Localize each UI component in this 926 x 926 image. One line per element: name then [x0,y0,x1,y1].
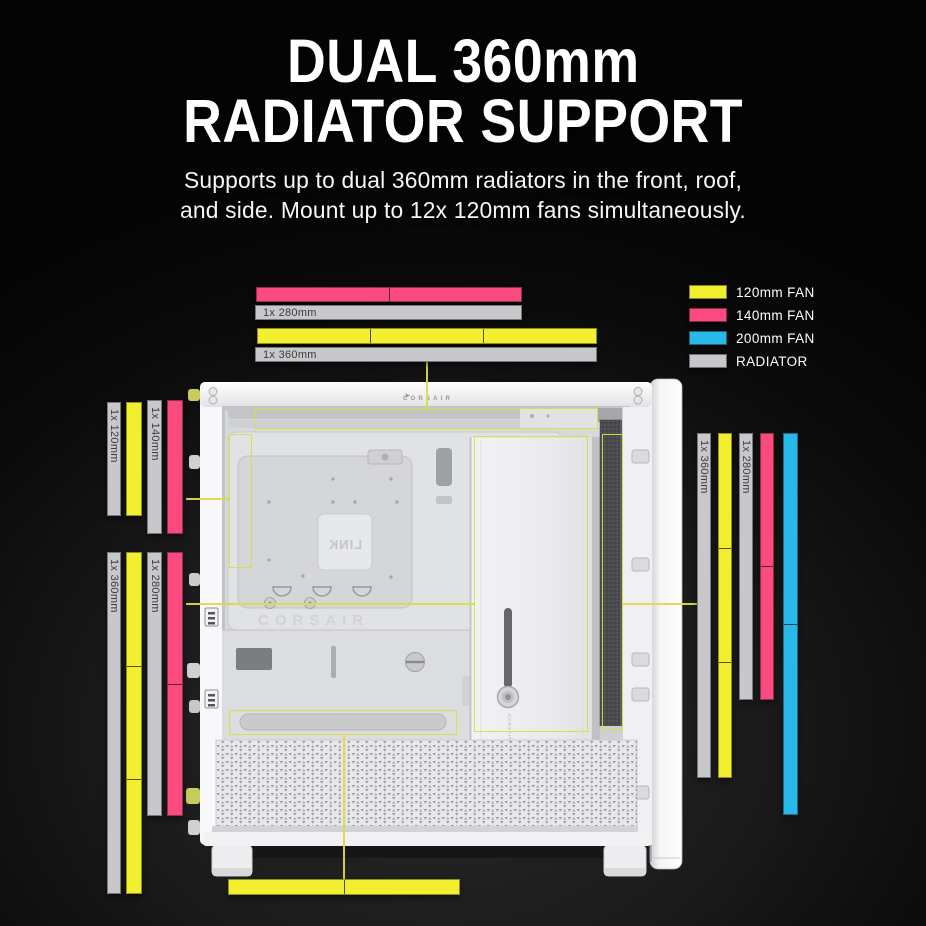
fan-mount-cups [272,586,372,597]
side-mount-panel: CORSAIR [469,436,600,743]
side-360mm-label: 1x 360mm [698,440,710,494]
roof-360mm-radiator-bar: 1x 360mm [255,347,597,362]
front-2x140mm-fan-bar [167,552,183,816]
corsair-sails-icon [405,393,410,398]
legend-label-140mm: 140mm FAN [736,307,815,323]
legend-swatch-radiator [689,354,727,368]
panel-thumbscrew-knob [496,685,520,709]
side-mount-zone [474,436,588,732]
case-feet [211,844,647,877]
legend-label-200mm: 200mm FAN [736,330,815,346]
legend-swatch-120mm [689,285,727,299]
bottom-2x120mm-fan-bar [228,879,460,895]
case-interior: LINK [204,407,652,845]
side-3x120mm-fan-bar [718,433,732,778]
panel-vertical-brand-text: CORSAIR [507,714,512,742]
roof-callout-line [426,361,428,410]
rear-mount-zone [602,434,623,730]
legend-label-radiator: RADIATOR [736,353,808,369]
cpu-backplate: LINK [317,513,373,571]
front-140mm-radiator-bar: 1x 140mm [147,400,162,534]
side-door-panel [649,378,683,870]
roof-radiator-rails [228,408,622,428]
legend-item-140mm-fan: 140mm FAN [689,307,815,323]
cpu-plate-label: LINK [328,537,362,552]
legend-item-120mm-fan: 120mm FAN [689,284,815,300]
front-140mm-fan-bar [167,400,183,534]
front-upper-callout-line [186,498,230,500]
side-280mm-label: 1x 280mm [740,440,752,494]
legend-label-120mm: 120mm FAN [736,284,815,300]
front-upper-mount-zone [229,434,252,568]
front-280mm-radiator-bar: 1x 280mm [147,552,162,816]
front-120mm-fan-bar [126,402,142,516]
front-140mm-label: 1x 140mm [149,407,161,461]
roof-280mm-radiator-bar: 1x 280mm [255,305,522,320]
pc-case-illustration: CORSAIR [186,378,683,877]
tray-watermark-text: CORSAIR [258,612,369,629]
case-top-brand-text: CORSAIR [403,396,453,402]
front-io-nubs [186,389,200,835]
title-line-2: RADIATOR SUPPORT [183,87,743,155]
legend-item-radiator: RADIATOR [689,353,815,369]
legend-swatch-140mm [689,308,727,322]
front-360mm-label: 1x 360mm [108,559,120,613]
front-360mm-radiator-bar: 1x 360mm [107,552,121,894]
legend: 120mm FAN 140mm FAN 200mm FAN RADIATOR [689,285,815,377]
front-3x120mm-fan-bar [126,552,142,894]
bottom-mount-zone [229,710,457,735]
page-title: DUAL 360mm RADIATOR SUPPORT [0,27,926,155]
side-360mm-radiator-bar: 1x 360mm [697,433,711,778]
mid-callout-line-left [186,603,474,605]
panel-slot [504,608,512,688]
roof-120mm-fan-bar [257,328,597,344]
roof-280mm-label: 1x 280mm [263,307,317,319]
roof-360mm-label: 1x 360mm [263,349,317,361]
bottom-mesh-panel [204,739,650,846]
side-2x140mm-fan-bar [760,433,774,700]
bottom-callout-line [343,735,345,880]
side-280mm-radiator-bar: 1x 280mm [739,433,753,700]
mid-callout-line-right [622,603,702,605]
case-underside [252,845,604,858]
title-line-1: DUAL 360mm [286,27,640,95]
front-column-vents [204,607,219,709]
roof-mount-zone [255,408,598,429]
front-120mm-label: 1x 120mm [108,409,120,463]
side-2x200mm-fan-bar [783,433,798,815]
legend-item-200mm-fan: 200mm FAN [689,330,815,346]
roof-140mm-fan-bar [256,287,522,302]
subtitle-line-2: and side. Mount up to 12x 120mm fans sim… [180,197,746,223]
legend-swatch-200mm [689,331,727,345]
front-120mm-radiator-bar: 1x 120mm [107,402,121,516]
page-subtitle: Supports up to dual 360mm radiators in t… [0,165,926,225]
front-280mm-label: 1x 280mm [149,559,161,613]
subtitle-line-1: Supports up to dual 360mm radiators in t… [183,167,743,193]
